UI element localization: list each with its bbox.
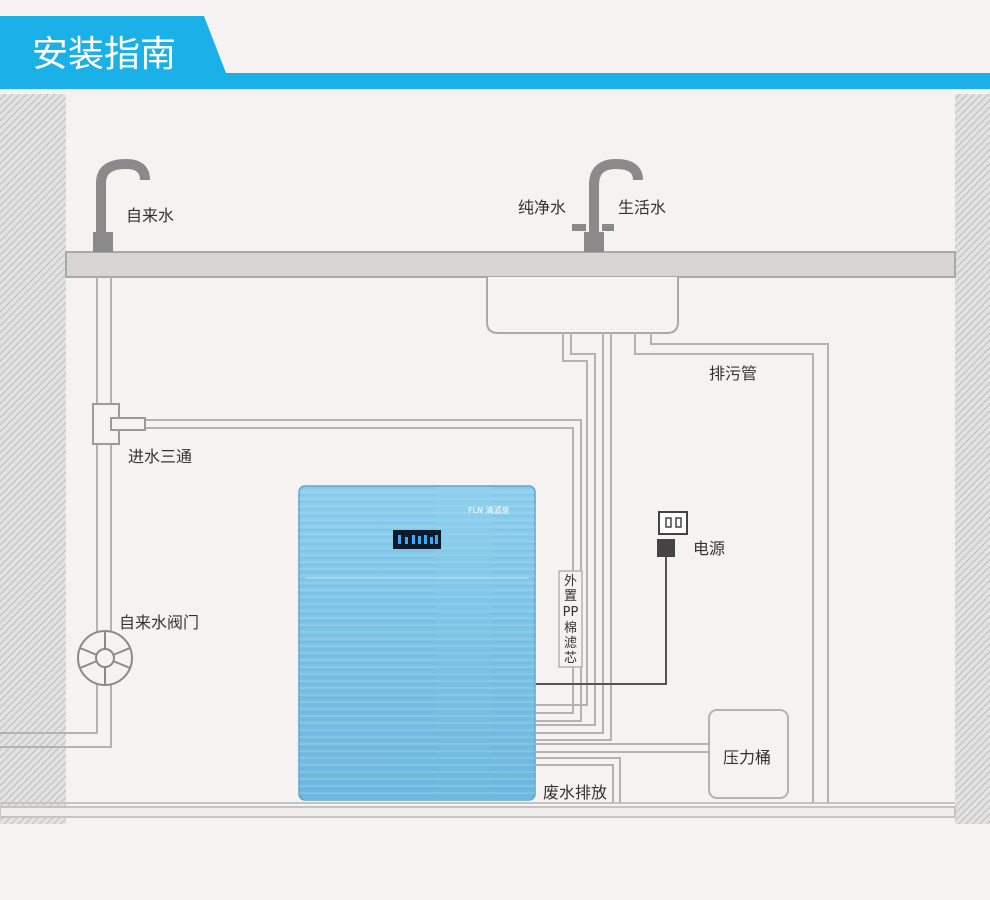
- waste-line-b: [536, 764, 614, 803]
- filter-label-char: 芯: [564, 651, 577, 666]
- header-bar: [0, 73, 990, 89]
- tap-valve-icon: [77, 630, 133, 686]
- label-tap-valve: 自来水阀门: [119, 613, 199, 632]
- countertop: [65, 251, 956, 278]
- header-tab: [0, 16, 226, 73]
- header-banner: 安装指南: [0, 16, 990, 89]
- label-drain-pipe: 排污管: [709, 364, 757, 383]
- label-domestic-water: 生活水: [618, 198, 666, 217]
- right-wall: [955, 94, 990, 824]
- inlet-tee-fitting: [92, 403, 146, 445]
- label-waste-drain: 废水排放: [543, 783, 607, 802]
- dual-faucet: [572, 158, 643, 252]
- filter-label-char: 滤: [564, 636, 577, 651]
- label-power: 电源: [693, 539, 725, 558]
- filter-label-char: 棉: [564, 621, 577, 636]
- drain-pipe-inner: [650, 333, 829, 803]
- waste-line-a: [536, 757, 621, 803]
- power-cable: [536, 557, 667, 685]
- pressure-tank: [708, 709, 789, 799]
- label-pressure-tank: 压力桶: [723, 748, 771, 767]
- filter-label-char: PP: [563, 605, 579, 620]
- floor: [0, 802, 956, 818]
- filter-label-char: 外: [564, 574, 577, 589]
- sink-line-a: [536, 333, 588, 706]
- label-pure-water: 纯净水: [518, 198, 566, 217]
- label-inlet-tee: 进水三通: [128, 447, 192, 466]
- label-tap-water: 自来水: [126, 206, 174, 225]
- power-plug-icon: [657, 539, 675, 557]
- pure-water-line-b: [536, 333, 612, 741]
- drain-pipe-outer: [634, 333, 814, 803]
- left-wall: [0, 94, 66, 824]
- tap-water-faucet: [93, 158, 150, 252]
- external-pp-filter: [558, 570, 583, 668]
- purifier-brand: FLN 清滤泉: [468, 505, 510, 515]
- page-title: 安装指南: [32, 34, 176, 75]
- pure-water-line-a: [536, 333, 604, 734]
- water-purifier: FLN 清滤泉: [298, 485, 536, 801]
- power-socket: [536, 511, 688, 685]
- external-filter-label: 外 置 PP 棉 滤 芯: [563, 574, 579, 666]
- display-panel: [393, 530, 441, 549]
- sink-basin: [486, 277, 679, 334]
- filter-label-char: 置: [564, 589, 577, 604]
- sink-line-b: [536, 333, 596, 726]
